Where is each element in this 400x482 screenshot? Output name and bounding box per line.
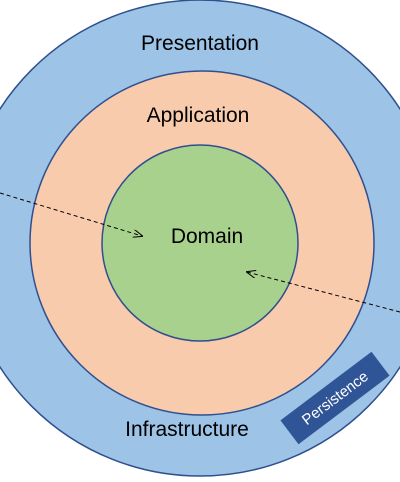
persistence-dependency-arrow xyxy=(247,272,400,313)
application-label: Application xyxy=(146,104,250,127)
domain-core xyxy=(101,144,299,342)
domain-label: Domain xyxy=(170,225,244,248)
inbound-dependency-arrow xyxy=(0,192,142,236)
presentation-label: Presentation xyxy=(141,32,259,55)
infrastructure-label: Infrastructure xyxy=(125,418,249,441)
